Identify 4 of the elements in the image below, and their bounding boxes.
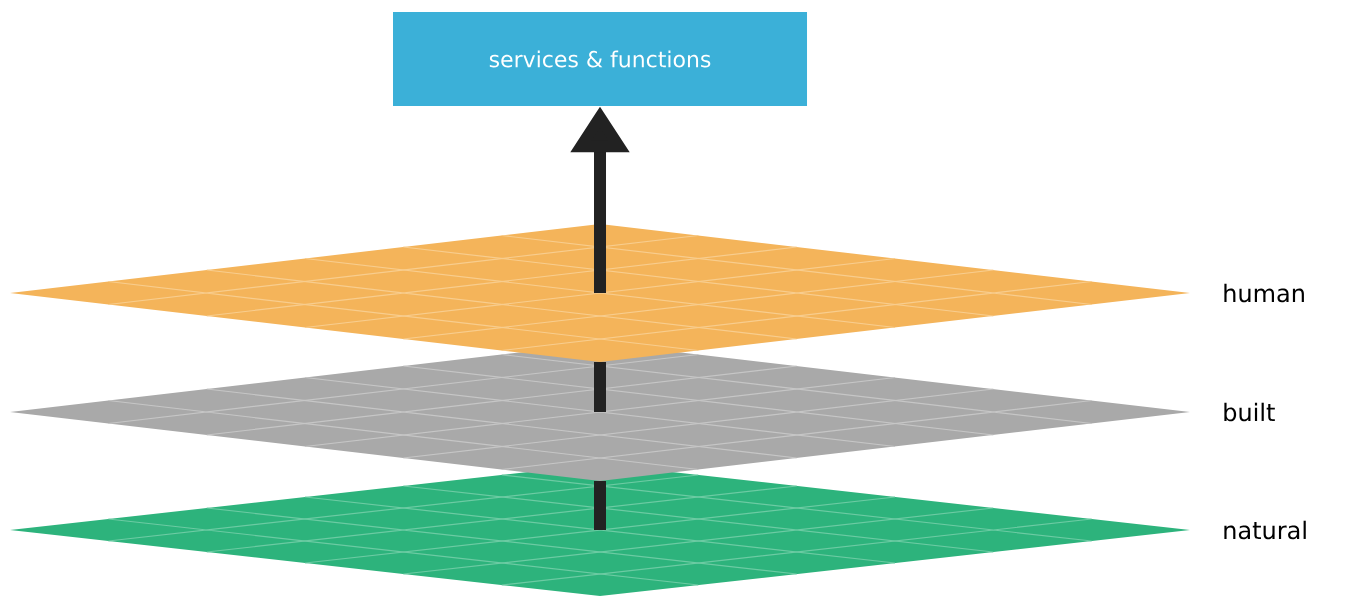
layer-label: natural bbox=[1224, 520, 1306, 540]
title-box: services & functions bbox=[393, 12, 807, 106]
layer-label: built bbox=[1224, 402, 1275, 422]
layer-label: human bbox=[1224, 283, 1304, 303]
